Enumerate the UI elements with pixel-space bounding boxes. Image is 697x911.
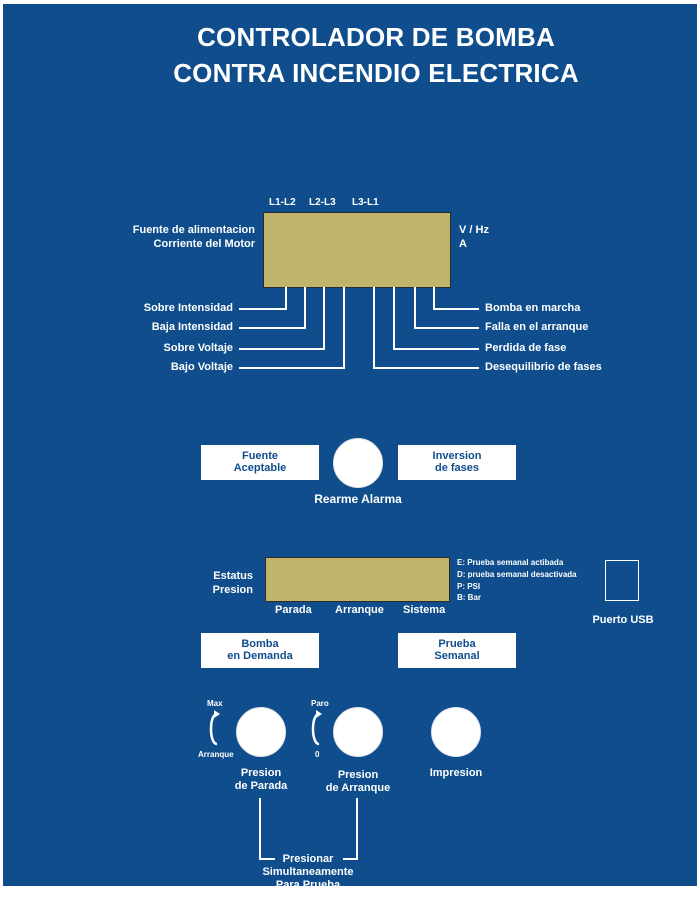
- phase-label-l3l1: L3-L1: [352, 197, 379, 208]
- indicator-desequilibrio-fases: Desequilibrio de fases: [485, 361, 602, 373]
- label-estatus: Estatus: [213, 570, 253, 582]
- presion-parada-knob[interactable]: [236, 707, 286, 757]
- phase-label-l1l2: L1-L2: [269, 197, 296, 208]
- knob2-zero-label: 0: [315, 750, 320, 759]
- footer-line-1: Presionar: [282, 853, 334, 865]
- presion-arranque-label-2: de Arranque: [325, 782, 391, 794]
- legend-e: E: Prueba semanal actibada: [457, 558, 564, 567]
- label-fuente-alimentacion: Fuente de alimentacion: [132, 224, 255, 236]
- rearme-alarma-label: Rearme Alarma: [314, 492, 402, 506]
- indicator-bajo-voltaje: Bajo Voltaje: [170, 361, 233, 373]
- legend-d: D: prueba semanal desactivada: [457, 570, 577, 579]
- knob1-arranque-label: Arranque: [198, 750, 234, 759]
- rotate-arrow-icon: [209, 710, 220, 746]
- title-line-1: CONTROLADOR DE BOMBA: [197, 22, 555, 52]
- status-pressure-display: [265, 557, 450, 602]
- label-corriente-motor: Corriente del Motor: [153, 238, 255, 250]
- usb-port[interactable]: [605, 560, 639, 601]
- title-line-2: CONTRA INCENDIO ELECTRICA: [173, 58, 579, 88]
- phase-label-l2l3: L2-L3: [309, 197, 336, 208]
- legend-b: B: Bar: [457, 593, 482, 602]
- indicator-bomba-en-marcha: Bomba en marcha: [485, 302, 581, 314]
- indicator-baja-intensidad: Baja Intensidad: [151, 321, 233, 333]
- label-sistema: Sistema: [403, 604, 446, 616]
- presion-parada-label-1: Presion: [240, 767, 282, 779]
- voltage-current-display: [263, 212, 451, 288]
- impresion-label: Impresion: [429, 767, 483, 779]
- label-parada: Parada: [275, 604, 312, 616]
- indicator-falla-arranque: Falla en el arranque: [485, 321, 589, 333]
- impresion-button[interactable]: [431, 707, 481, 757]
- control-panel: CONTROLADOR DE BOMBA CONTRA INCENDIO ELE…: [3, 4, 697, 891]
- usb-port-label: Puerto USB: [592, 614, 654, 626]
- knob1-max-label: Max: [207, 699, 223, 708]
- label-arranque: Arranque: [335, 604, 384, 616]
- label-presion: Presion: [212, 584, 253, 596]
- indicator-sobre-intensidad: Sobre Intensidad: [143, 302, 233, 314]
- presion-arranque-knob[interactable]: [333, 707, 383, 757]
- legend-p: P: PSI: [457, 582, 481, 591]
- label-v-hz: V / Hz: [459, 224, 489, 236]
- knob2-paro-label: Paro: [311, 699, 329, 708]
- rotate-arrow-icon: [311, 710, 322, 746]
- alarm-reset-button[interactable]: [333, 438, 383, 488]
- footer-line-3: Para Prueba: [275, 879, 341, 891]
- indicator-perdida-fase: Perdida de fase: [485, 342, 567, 354]
- indicator-sobre-voltaje: Sobre Voltaje: [163, 342, 233, 354]
- footer-line-2: Simultaneamente: [262, 866, 354, 878]
- label-a: A: [459, 238, 467, 250]
- presion-parada-label-2: de Parada: [234, 780, 288, 792]
- presion-arranque-label-1: Presion: [337, 769, 379, 781]
